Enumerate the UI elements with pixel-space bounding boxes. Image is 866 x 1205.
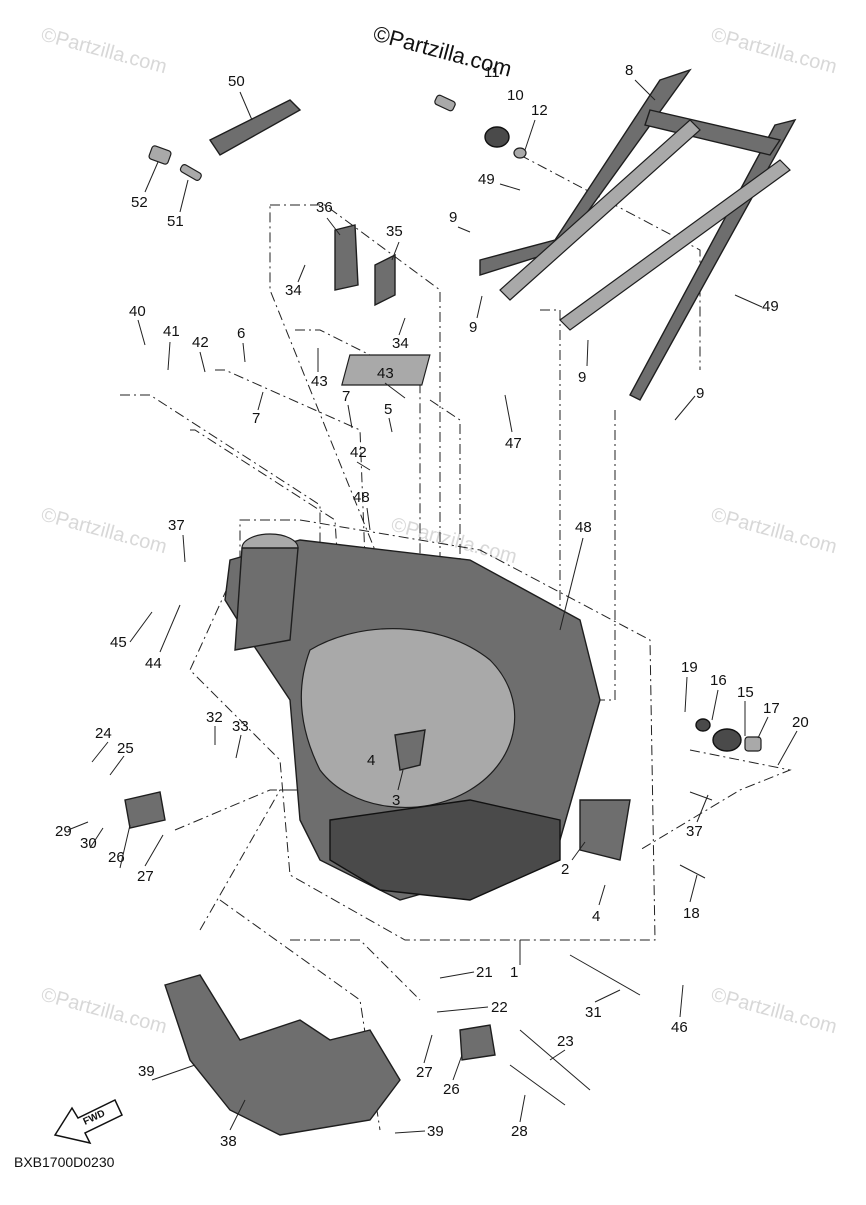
callout-label: 17 <box>763 700 780 717</box>
callout-label: 26 <box>443 1081 460 1098</box>
callout-label: 9 <box>696 385 704 402</box>
callout-label: 7 <box>342 388 350 405</box>
callout-label: 27 <box>416 1064 433 1081</box>
callout-label: 49 <box>762 298 779 315</box>
main-frame <box>224 533 601 901</box>
watermark: ©Partzilla.com <box>39 984 170 1039</box>
callout-label: 48 <box>575 519 592 536</box>
callout-label: 50 <box>228 73 245 90</box>
small-parts <box>124 94 762 1106</box>
callout-label: 23 <box>557 1033 574 1050</box>
diagram-code: BXB1700D0230 <box>14 1154 115 1170</box>
watermark: ©Partzilla.com <box>709 504 840 559</box>
callout-label: 9 <box>449 209 457 226</box>
callout-label: 31 <box>585 1004 602 1021</box>
rear-subframe <box>479 68 797 401</box>
callout-label: 30 <box>80 835 97 852</box>
callout-label: 7 <box>252 410 260 427</box>
callout-label: 52 <box>131 194 148 211</box>
callout-label: 11 <box>484 64 500 81</box>
callout-label: 38 <box>220 1133 237 1150</box>
callout-label: 44 <box>145 655 162 672</box>
leader-lines <box>67 79 798 1134</box>
callout-label: 32 <box>206 709 223 726</box>
strut-part <box>208 99 302 156</box>
callout-label: 28 <box>511 1123 528 1140</box>
callout-label: 37 <box>168 517 185 534</box>
callout-label: 40 <box>129 303 146 320</box>
callout-label: 24 <box>95 725 112 742</box>
callout-label: 18 <box>683 905 700 922</box>
callout-label: 41 <box>163 323 180 340</box>
callout-label: 43 <box>311 373 328 390</box>
callout-label: 36 <box>316 199 333 216</box>
callout-label: 8 <box>625 62 633 79</box>
fwd-arrow-icon: FWD <box>53 1098 123 1145</box>
skid-plate <box>164 974 401 1136</box>
callout-label: 4 <box>592 908 600 925</box>
callout-label: 45 <box>110 634 127 651</box>
callout-label: 39 <box>427 1123 444 1140</box>
callout-label: 20 <box>792 714 809 731</box>
callout-label: 29 <box>55 823 72 840</box>
callout-label: 3 <box>392 792 400 809</box>
callout-label: 26 <box>108 849 125 866</box>
callout-label: 35 <box>386 223 403 240</box>
callout-label: 34 <box>392 335 409 352</box>
watermark: ©Partzilla.com <box>39 504 170 559</box>
callout-label: 33 <box>232 718 249 735</box>
callout-label: 4 <box>367 752 375 769</box>
callout-label: 16 <box>710 672 727 689</box>
callout-label: 15 <box>737 684 754 701</box>
callout-label: 49 <box>478 171 495 188</box>
callout-label: 2 <box>561 861 569 878</box>
callout-label: 19 <box>681 659 698 676</box>
callout-label: 1 <box>510 964 518 981</box>
callout-label: 42 <box>192 334 209 351</box>
callout-label: 39 <box>138 1063 155 1080</box>
watermark: ©Partzilla.com <box>39 24 170 79</box>
watermark: ©Partzilla.com <box>709 24 840 79</box>
callout-label: 22 <box>491 999 508 1016</box>
callout-label: 51 <box>167 213 184 230</box>
watermark: ©Partzilla.com <box>709 984 840 1039</box>
callout-label: 10 <box>507 87 524 104</box>
callout-label: 9 <box>578 369 586 386</box>
callout-label: 9 <box>469 319 477 336</box>
callout-label: 46 <box>671 1019 688 1036</box>
callout-label: 34 <box>285 282 302 299</box>
callout-label: 42 <box>350 444 367 461</box>
callout-group: 1 2 3 4 4 5 6 7 7 8 9 9 9 9 10 11 12 15 … <box>55 62 809 1150</box>
callout-label: 43 <box>377 365 394 382</box>
callout-label: 5 <box>384 401 392 418</box>
callout-label: 21 <box>476 964 493 981</box>
callout-label: 47 <box>505 435 522 452</box>
callout-label: 25 <box>117 740 134 757</box>
callout-label: 48 <box>353 489 370 506</box>
callout-label: 27 <box>137 868 154 885</box>
callout-label: 37 <box>686 823 703 840</box>
callout-label: 12 <box>531 102 548 119</box>
callout-label: 6 <box>237 325 245 342</box>
